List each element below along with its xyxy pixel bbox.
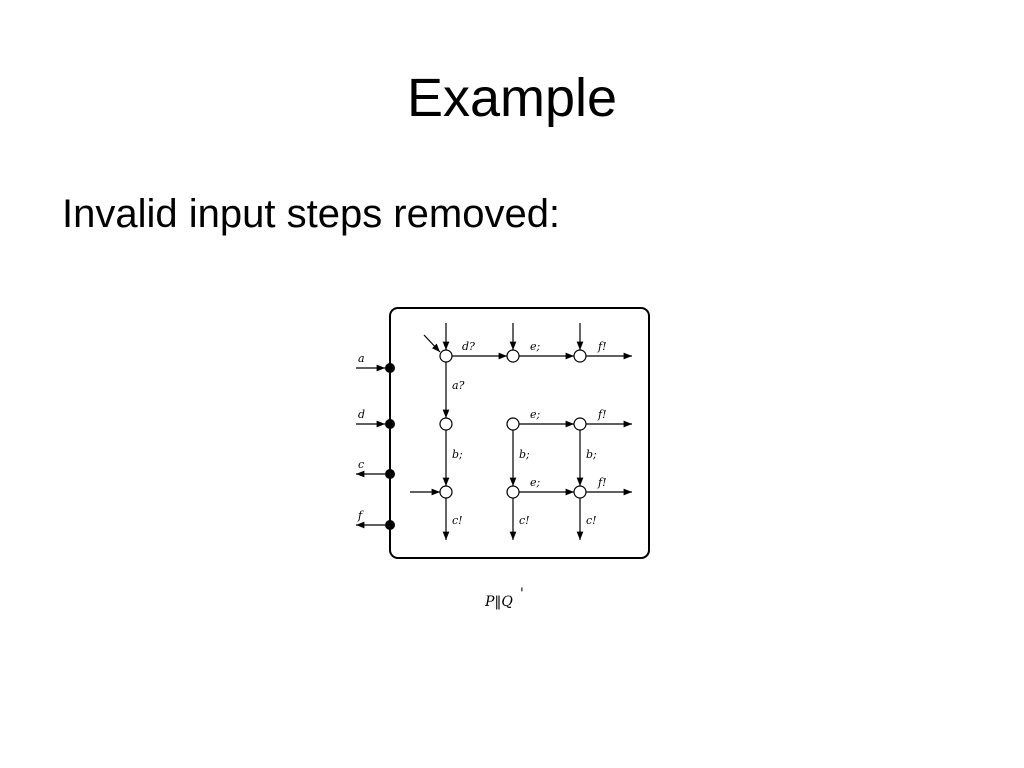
port-dot-c [385, 469, 395, 479]
label-f-mid: f! [597, 408, 607, 421]
port-label-d: d [358, 408, 365, 421]
state-r2-c3 [573, 417, 587, 431]
label-b-mid: b; [519, 448, 530, 461]
composition-box [389, 307, 650, 559]
label-f-top: f! [597, 340, 607, 353]
port-dot-d [385, 419, 395, 429]
port-dot-a [385, 363, 395, 373]
label-c-mid: c! [519, 514, 530, 527]
port-label-f: f [357, 509, 364, 522]
slide-title: Example [406, 68, 618, 128]
state-r3-c3 [573, 485, 587, 499]
label-e-bottom: e; [530, 476, 541, 489]
state-r1-c3 [573, 349, 587, 363]
label-e-mid: e; [530, 408, 541, 421]
initial-arrow-diagonal [423, 334, 441, 353]
state-r2-c1 [439, 417, 453, 431]
port-label-a: a [358, 352, 365, 365]
state-r1-c2 [506, 349, 520, 363]
label-e-top: e; [530, 340, 541, 353]
state-r1-c1 [439, 349, 453, 363]
slide-body-text: Invalid input steps removed: [62, 192, 561, 236]
port-label-c: c [358, 458, 364, 471]
state-r3-c1 [439, 485, 453, 499]
diagram-caption-prime: ' [520, 586, 524, 602]
label-b-right: b; [586, 448, 597, 461]
state-r2-c2 [506, 417, 520, 431]
label-d-input: d? [462, 340, 475, 353]
label-a-input: a? [452, 379, 465, 392]
label-c-right: c! [586, 514, 597, 527]
label-b-left: b; [452, 448, 463, 461]
label-c-left: c! [452, 514, 463, 527]
port-dot-f [385, 520, 395, 530]
state-r3-c2 [506, 485, 520, 499]
diagram-caption: P‖Q [484, 594, 513, 610]
label-f-bottom: f! [597, 476, 607, 489]
